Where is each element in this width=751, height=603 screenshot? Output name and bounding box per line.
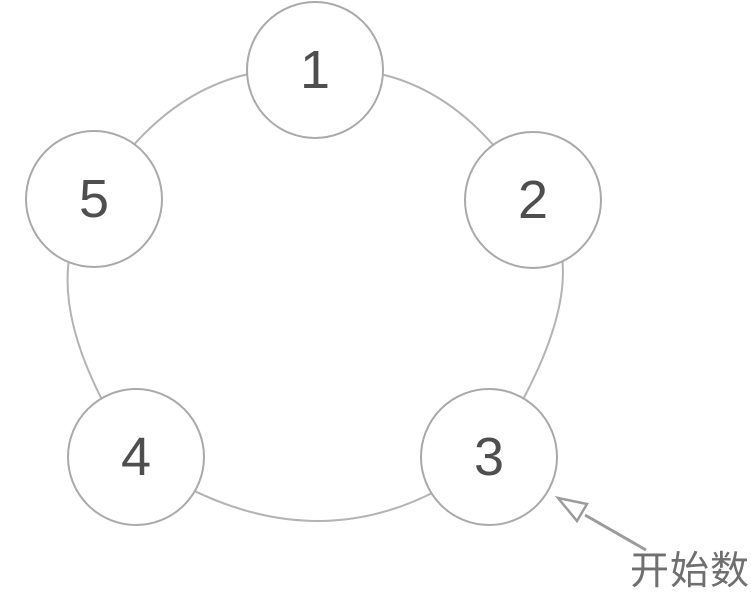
node-2-label: 2 — [517, 170, 549, 230]
arrow-shaft — [584, 513, 647, 552]
arrowhead-icon — [554, 496, 589, 524]
node-1: 1 — [246, 1, 384, 139]
node-5-label: 5 — [78, 169, 110, 229]
start-counting-label: 开始数 — [630, 550, 751, 593]
node-4-label: 4 — [120, 427, 152, 487]
node-4: 4 — [67, 388, 205, 526]
node-3-label: 3 — [473, 427, 505, 487]
node-1-label: 1 — [299, 40, 331, 100]
node-3: 3 — [420, 388, 558, 526]
node-2: 2 — [464, 131, 602, 269]
node-5: 5 — [25, 130, 163, 268]
